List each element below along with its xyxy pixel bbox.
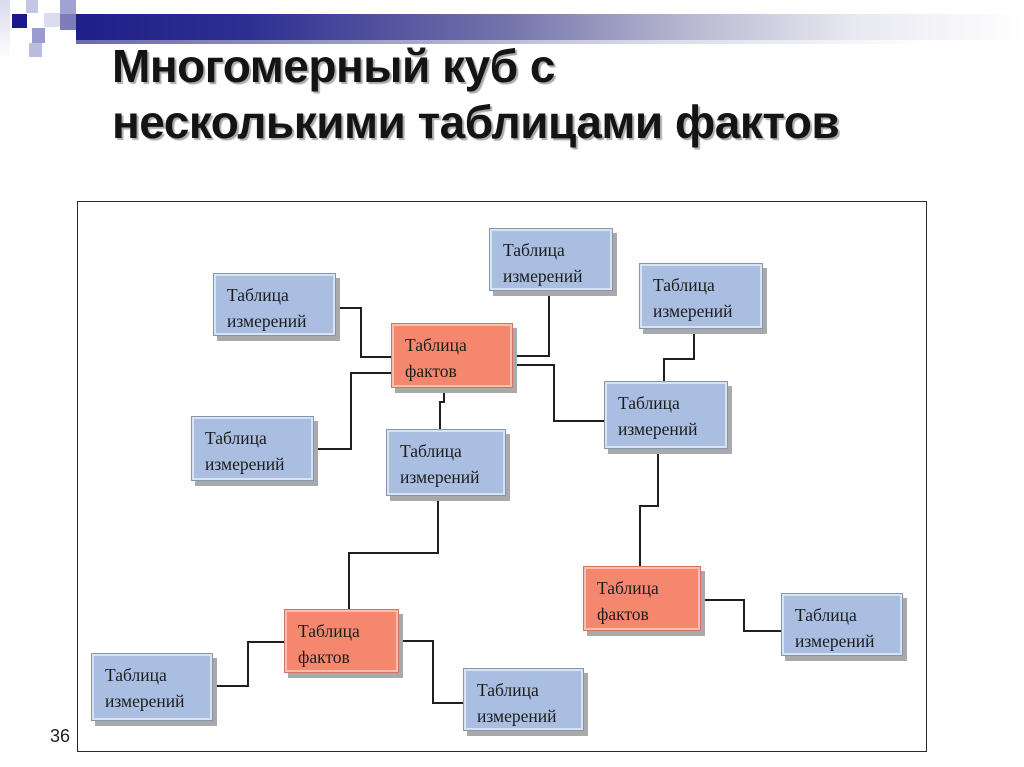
- corner-strip: [0, 0, 10, 57]
- decor-square: [60, 14, 76, 30]
- connector: [639, 449, 659, 566]
- slide-title: Многомерный куб с несколькими таблицами …: [112, 38, 1002, 150]
- node-label: Таблица измерений: [105, 665, 185, 711]
- fact-table-node: Таблица фактов: [391, 323, 513, 388]
- dimension-table-node: Таблица измерений: [91, 653, 213, 721]
- connector: [663, 329, 695, 381]
- header-accent-strip: [76, 40, 1024, 44]
- dimension-table-node: Таблица измерений: [489, 228, 613, 291]
- diagram-frame: Таблица измерений Таблица измерений Табл…: [77, 201, 927, 752]
- node-label: Таблица измерений: [795, 605, 875, 651]
- connector: [399, 640, 463, 704]
- dimension-table-node: Таблица измерений: [639, 263, 763, 329]
- node-label: Таблица измерений: [653, 275, 733, 321]
- node-label: Таблица фактов: [298, 621, 360, 667]
- dimension-table-node: Таблица измерений: [604, 381, 728, 449]
- connector: [314, 372, 391, 450]
- node-label: Таблица фактов: [405, 335, 467, 381]
- decor-square: [60, 0, 76, 14]
- connector: [336, 307, 391, 358]
- connector: [701, 599, 781, 632]
- connector: [439, 388, 445, 429]
- connector: [513, 291, 550, 357]
- node-label: Таблица измерений: [227, 285, 307, 331]
- decor-square: [29, 43, 42, 57]
- fact-table-node: Таблица фактов: [583, 566, 701, 631]
- slide-number: 36: [50, 726, 71, 746]
- title-line-1: Многомерный куб с: [112, 40, 555, 92]
- decor-square: [26, 0, 38, 13]
- dimension-table-node: Таблица измерений: [781, 593, 903, 656]
- decor-square: [12, 14, 27, 28]
- connector: [213, 641, 284, 687]
- dimension-table-node: Таблица измерений: [213, 273, 336, 336]
- dimension-table-node: Таблица измерений: [191, 416, 314, 481]
- node-label: Таблица измерений: [205, 428, 285, 474]
- node-label: Таблица фактов: [597, 578, 659, 624]
- title-line-2: несколькими таблицами фактов: [112, 96, 840, 148]
- node-label: Таблица измерений: [618, 393, 698, 439]
- connector: [348, 496, 439, 609]
- fact-table-node: Таблица фактов: [284, 609, 399, 673]
- dimension-table-node: Таблица измерений: [463, 668, 584, 731]
- connector-lines: [213, 291, 781, 704]
- decor-square: [44, 13, 60, 27]
- node-label: Таблица измерений: [477, 680, 557, 726]
- node-label: Таблица измерений: [400, 441, 480, 487]
- decor-square: [32, 28, 45, 43]
- node-label: Таблица измерений: [503, 240, 583, 286]
- connector: [513, 364, 604, 422]
- header-bar: [76, 14, 1024, 40]
- dimension-table-node: Таблица измерений: [386, 429, 506, 496]
